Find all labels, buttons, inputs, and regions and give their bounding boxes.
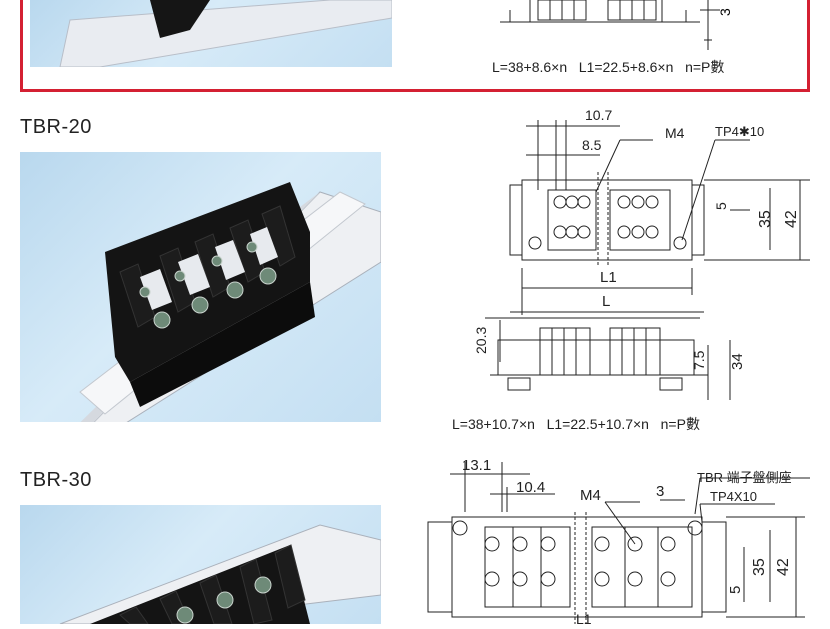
dim-10-4: 10.4 bbox=[516, 479, 545, 496]
dim-l1: L1 bbox=[600, 269, 617, 286]
formula-tbr20: L=38+10.7×n L1=22.5+10.7×n n=P數 bbox=[452, 416, 700, 432]
dim-l1-tbr30: L1 bbox=[576, 611, 592, 624]
dim-20-3: 20.3 bbox=[473, 327, 489, 354]
dim-5-tbr30: 5 bbox=[727, 586, 744, 594]
dim-35-tbr30: 35 bbox=[751, 558, 768, 576]
tp-label: TP4✱10 bbox=[715, 124, 764, 139]
dim-3-gap: 3 bbox=[656, 483, 664, 500]
product-photo-top bbox=[30, 0, 393, 68]
product-photo-tbr30 bbox=[20, 505, 382, 625]
model-title-tbr20: TBR-20 bbox=[20, 116, 92, 138]
terminal-block-photo-top bbox=[59, 0, 393, 68]
screw-label-tbr30: M4 bbox=[580, 487, 601, 504]
dim-34: 34 bbox=[729, 353, 746, 370]
model-title-tbr30: TBR-30 bbox=[20, 469, 92, 491]
terminal-block-photo-tbr30 bbox=[59, 524, 382, 625]
tp-label-tbr30: TP4X10 bbox=[710, 489, 757, 504]
screw-label: M4 bbox=[665, 125, 685, 141]
dim-10-7: 10.7 bbox=[585, 107, 612, 123]
dim-13-1: 13.1 bbox=[462, 457, 491, 474]
drawing-tbr20: 10.7 8.5 M4 TP4✱10 5 35 42 L1 L 20.3 7.5… bbox=[473, 107, 810, 400]
terminal-block-photo bbox=[44, 182, 382, 473]
product-photo-tbr20 bbox=[20, 152, 382, 473]
highlight-frame bbox=[20, 0, 810, 92]
dim-42-tbr30: 42 bbox=[775, 558, 792, 576]
dim-35: 35 bbox=[757, 210, 774, 228]
drawing-top-side-view: 3 bbox=[500, 0, 733, 50]
dim-3-label: 3 bbox=[717, 8, 733, 16]
dim-5: 5 bbox=[713, 202, 729, 210]
dim-42: 42 bbox=[783, 210, 800, 228]
formula-top: L=38+8.6×n L1=22.5+8.6×n n=P數 bbox=[492, 59, 725, 75]
drawing-tbr30: 13.1 10.4 M4 3 TP4X10 TBR 端子盤側座 35 42 5 … bbox=[427, 457, 810, 624]
dim-8-5: 8.5 bbox=[582, 137, 602, 153]
dim-7-5: 7.5 bbox=[691, 350, 707, 370]
dim-l: L bbox=[602, 293, 610, 310]
base-label: TBR 端子盤側座 bbox=[697, 470, 792, 485]
